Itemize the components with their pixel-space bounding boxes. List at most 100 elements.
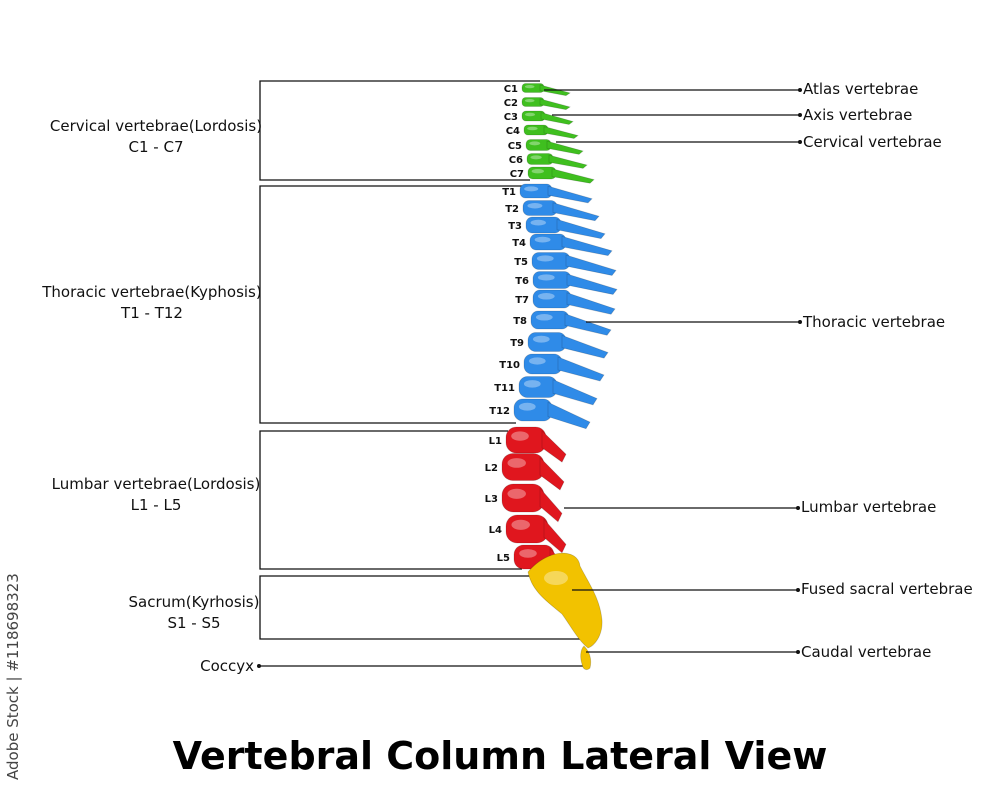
coccyx-pointer bbox=[257, 664, 588, 668]
thoracic-region-range: T1 - T12 bbox=[121, 304, 183, 322]
cervical-vertebra-label: C4 bbox=[506, 126, 520, 137]
thoracic-vertebra bbox=[522, 200, 600, 222]
thoracic-highlight bbox=[518, 402, 536, 411]
thoracic-vertebra-body bbox=[525, 216, 562, 234]
thoracic-highlight bbox=[537, 274, 555, 281]
diagram-title: Vertebral Column Lateral View bbox=[172, 734, 828, 778]
thoracic-spinous-process bbox=[561, 235, 613, 257]
pointer-line bbox=[564, 506, 800, 510]
sacrum-region-name: Sacrum(Kyrhosis) bbox=[128, 593, 260, 611]
lumbar-vertebra-label: L1 bbox=[489, 436, 502, 447]
region-brackets bbox=[259, 80, 588, 640]
thoracic-vertebra-body bbox=[532, 289, 572, 309]
thoracic-spinous-process bbox=[556, 218, 606, 240]
cervical-vertebrae-label: Cervical vertebrae bbox=[803, 133, 942, 151]
sacrum-shape bbox=[527, 552, 603, 671]
lumbar-spinous-process bbox=[539, 487, 563, 523]
sacrum-highlight bbox=[544, 571, 568, 585]
lumbar-highlight bbox=[511, 519, 530, 530]
thoracic-vertebra-body bbox=[532, 271, 572, 289]
lumbar-vertebrae-label: Lumbar vertebrae bbox=[801, 498, 937, 516]
lumbar-vertebra-body bbox=[505, 426, 547, 454]
thoracic-highlight bbox=[535, 314, 553, 321]
thoracic-highlight bbox=[527, 203, 543, 209]
thoracic-vertebra bbox=[518, 376, 598, 406]
cervical-vertebra-label: C6 bbox=[509, 155, 523, 166]
pointer-line bbox=[586, 320, 802, 324]
cervical-vertebra bbox=[521, 97, 571, 111]
atlas-label: Atlas vertebrae bbox=[803, 80, 919, 98]
thoracic-vertebra-body bbox=[527, 332, 567, 352]
cervical-vertebra-label: C3 bbox=[504, 112, 518, 123]
caudal-vertebrae-label: Caudal vertebrae bbox=[801, 643, 932, 661]
thoracic-vertebra bbox=[529, 233, 613, 257]
thoracic-vertebra bbox=[527, 332, 609, 359]
lumbar-region-name: Lumbar vertebrae(Lordosis) bbox=[51, 475, 261, 493]
thoracic-vertebra-body bbox=[529, 233, 567, 251]
thoracic-vertebra-body bbox=[518, 376, 558, 398]
thoracic-vertebra bbox=[523, 353, 605, 382]
thoracic-highlight bbox=[523, 380, 541, 388]
lumbar-highlight bbox=[511, 431, 529, 441]
pointer-line bbox=[556, 140, 802, 144]
thoracic-vertebra-body bbox=[530, 310, 570, 330]
cervical-highlight bbox=[524, 85, 535, 89]
cervical-vertebra bbox=[521, 110, 574, 125]
thoracic-vertebra bbox=[531, 252, 617, 276]
thoracic-vertebra-label: T7 bbox=[515, 295, 529, 306]
lumbar-vertebra bbox=[505, 514, 567, 554]
cervical-vertebra bbox=[523, 124, 579, 139]
thoracic-vertebra-label: T11 bbox=[494, 383, 515, 394]
lumbar-highlight bbox=[507, 458, 526, 468]
cervical-region-range: C1 - C7 bbox=[128, 138, 184, 156]
thoracic-vertebra bbox=[513, 398, 591, 430]
thoracic-bracket bbox=[259, 185, 522, 424]
cervical-highlight bbox=[531, 169, 544, 174]
cervical-highlight bbox=[524, 99, 535, 103]
lumbar-vertebra-body bbox=[501, 453, 545, 481]
lumbar-vertebra-label: L4 bbox=[489, 525, 502, 536]
fused-sacral-label: Fused sacral vertebrae bbox=[801, 580, 973, 598]
axis-label: Axis vertebrae bbox=[803, 106, 913, 124]
vertebra-labels: C1C2C3C4C5C6C7T1T2T3T4T5T6T7T8T9T10T11T1… bbox=[485, 84, 529, 564]
cervical-spinous-process bbox=[551, 168, 595, 184]
thoracic-region-label: Thoracic vertebrae(Kyphosis) T1 - T12 bbox=[30, 282, 274, 324]
thoracic-highlight bbox=[524, 186, 539, 192]
cervical-spinous-process bbox=[548, 154, 588, 169]
thoracic-spinous-process bbox=[561, 334, 609, 359]
thoracic-vertebra-label: T8 bbox=[513, 316, 527, 327]
cervical-vertebra-label: C5 bbox=[508, 141, 522, 152]
lumbar-spinous-process bbox=[543, 518, 567, 554]
lumbar-highlight bbox=[519, 549, 537, 558]
cervical-vertebra bbox=[526, 153, 588, 169]
lumbar-spinous-process bbox=[541, 429, 567, 463]
pointer-line bbox=[586, 650, 800, 654]
thoracic-vertebra bbox=[519, 183, 593, 204]
cervical-region-name: Cervical vertebrae(Lordosis) bbox=[49, 117, 263, 135]
lumbar-vertebra-label: L3 bbox=[485, 494, 498, 505]
thoracic-vertebra-body bbox=[519, 183, 553, 199]
thoracic-vertebrae-label: Thoracic vertebrae bbox=[803, 313, 946, 331]
lumbar-vertebra-label: L2 bbox=[485, 463, 498, 474]
cervical-highlight bbox=[529, 141, 541, 146]
thoracic-highlight bbox=[530, 219, 546, 226]
sacrum-bracket bbox=[259, 575, 588, 640]
right-pointer-lines bbox=[544, 88, 802, 654]
lumbar-spinous-process bbox=[539, 456, 565, 491]
thoracic-vertebra-label: T6 bbox=[515, 276, 529, 287]
thoracic-vertebra-label: T1 bbox=[502, 187, 516, 198]
coccyx-shape bbox=[580, 645, 592, 671]
thoracic-vertebra-label: T2 bbox=[505, 204, 519, 215]
lumbar-vertebra-body bbox=[505, 514, 549, 544]
thoracic-vertebra bbox=[532, 271, 618, 295]
thoracic-vertebra-label: T4 bbox=[512, 238, 526, 249]
thoracic-highlight bbox=[532, 335, 550, 343]
cervical-bracket bbox=[259, 80, 540, 181]
sacrum-body bbox=[527, 552, 603, 649]
thoracic-spinous-process bbox=[547, 401, 591, 430]
cervical-region-label: Cervical vertebrae(Lordosis) C1 - C7 bbox=[40, 116, 272, 158]
lumbar-vertebra bbox=[501, 453, 565, 491]
thoracic-vertebra-body bbox=[523, 353, 563, 375]
